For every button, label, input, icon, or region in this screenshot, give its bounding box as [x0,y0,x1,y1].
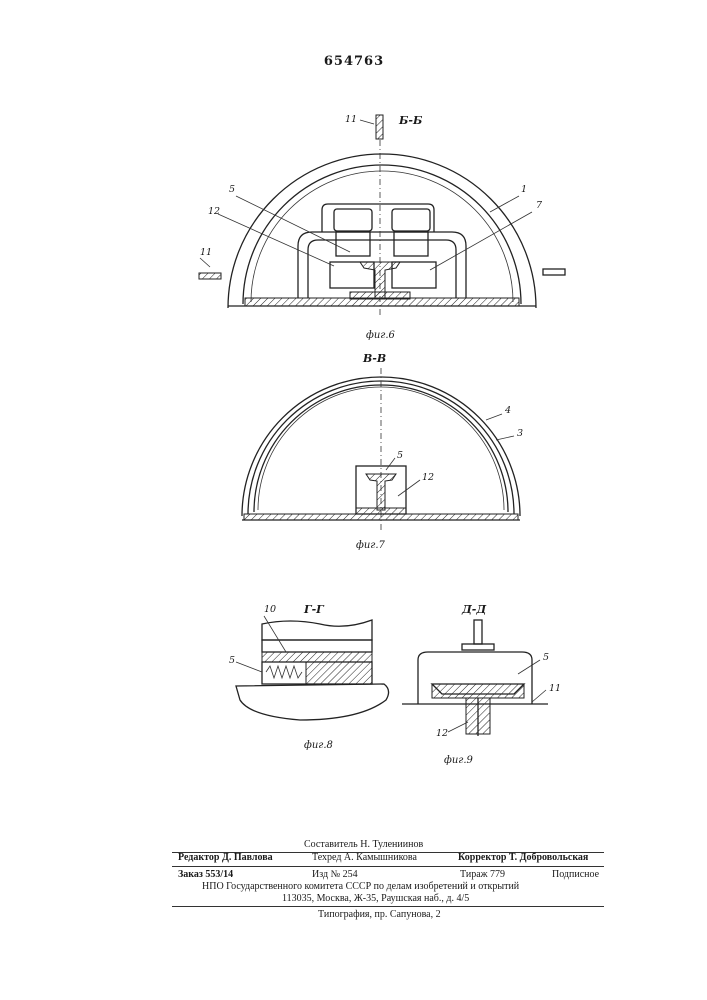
divider [172,866,604,867]
section-label-fig8: Г-Г [304,603,324,616]
tirazh-line: Тираж 779 [460,869,505,880]
section-label-fig6: Б-Б [399,114,422,127]
label-5: 5 [229,184,235,195]
label-5: 5 [229,655,235,666]
t-profile-5b [366,474,396,510]
figure-8 [236,616,389,720]
editor-line: Редактор Д. Павлова [178,852,273,863]
label-5: 5 [543,652,549,663]
label-7: 7 [536,200,542,211]
label-12: 12 [436,728,448,739]
order-line: Заказ 553/14 [178,869,233,880]
figure-6 [199,115,565,318]
label-5: 5 [397,450,403,461]
label-4: 4 [505,405,511,416]
label-1: 1 [521,184,527,195]
section-label-fig7: В-В [363,352,386,365]
block-5 [236,684,389,720]
part-11-right [543,269,565,275]
label-11: 11 [200,247,212,258]
techred-line: Техред А. Камышникова [312,852,417,863]
part-11-left [199,273,221,279]
caption-fig6: фиг.6 [366,330,395,341]
caption-fig9: фиг.9 [444,755,473,766]
caption-fig8: фиг.8 [304,740,333,751]
address-line: 113035, Москва, Ж-35, Раушская наб., д. … [282,893,469,904]
corrector-line: Корректор Т. Добровольская [458,852,588,863]
caption-fig7: фиг.7 [356,540,385,551]
figure-9 [402,620,548,736]
label-12: 12 [208,206,220,217]
divider [172,906,604,907]
printer-line: Типография, пр. Сапунова, 2 [318,909,441,920]
label-12: 12 [422,472,434,483]
label-10: 10 [264,604,276,615]
compiler-line: Составитель Н. Тулениинов [304,839,423,850]
izd-line: Изд № 254 [312,869,358,880]
podpisnoe-line: Подписное [552,869,599,880]
figure-7 [242,368,520,532]
label-11: 11 [549,683,561,694]
label-11: 11 [345,114,357,125]
spring-10 [266,666,302,678]
label-3: 3 [517,428,523,439]
part-11-top [376,115,383,139]
organization-line: НПО Государственного комитета СССР по де… [202,881,519,892]
section-label-fig9: Д-Д [462,603,486,616]
